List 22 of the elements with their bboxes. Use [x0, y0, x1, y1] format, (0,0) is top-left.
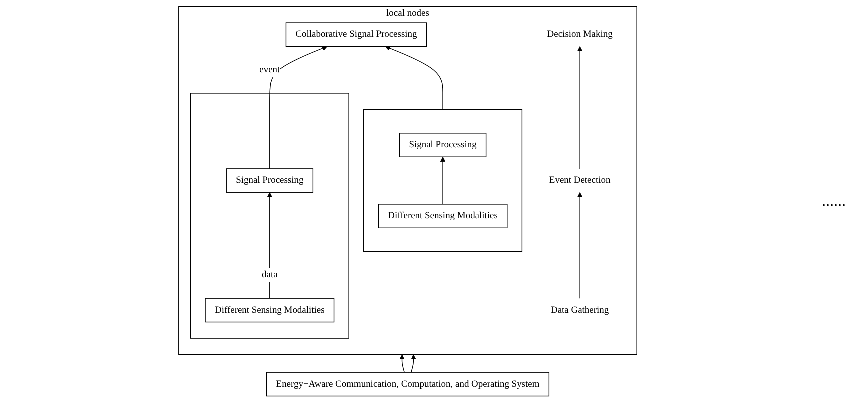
edge-label: data [262, 270, 278, 280]
node-box: Collaborative Signal Processing [286, 22, 428, 48]
node-box: Different Sensing Modalities [378, 204, 508, 228]
node-box: Different Sensing Modalities [205, 298, 335, 323]
node-box: Energy−Aware Communication, Computation, and Operating System [266, 372, 550, 397]
node-text: Decision Making [547, 30, 613, 40]
arrow [577, 192, 583, 299]
node-text: Event Detection [549, 175, 611, 186]
arrow [577, 46, 583, 170]
cluster [364, 109, 523, 252]
arrow [267, 192, 272, 299]
arrow [385, 46, 444, 110]
arrow [270, 46, 328, 170]
node-box: Signal Processing [226, 168, 314, 193]
arrow [440, 156, 446, 205]
ellipsis-label: ...... [822, 192, 846, 210]
arrow [400, 354, 405, 373]
edge-label: event [260, 64, 280, 75]
cluster [190, 93, 350, 339]
node-text: Data Gathering [551, 305, 610, 316]
node-box: Signal Processing [399, 133, 487, 158]
arrow [411, 354, 416, 373]
